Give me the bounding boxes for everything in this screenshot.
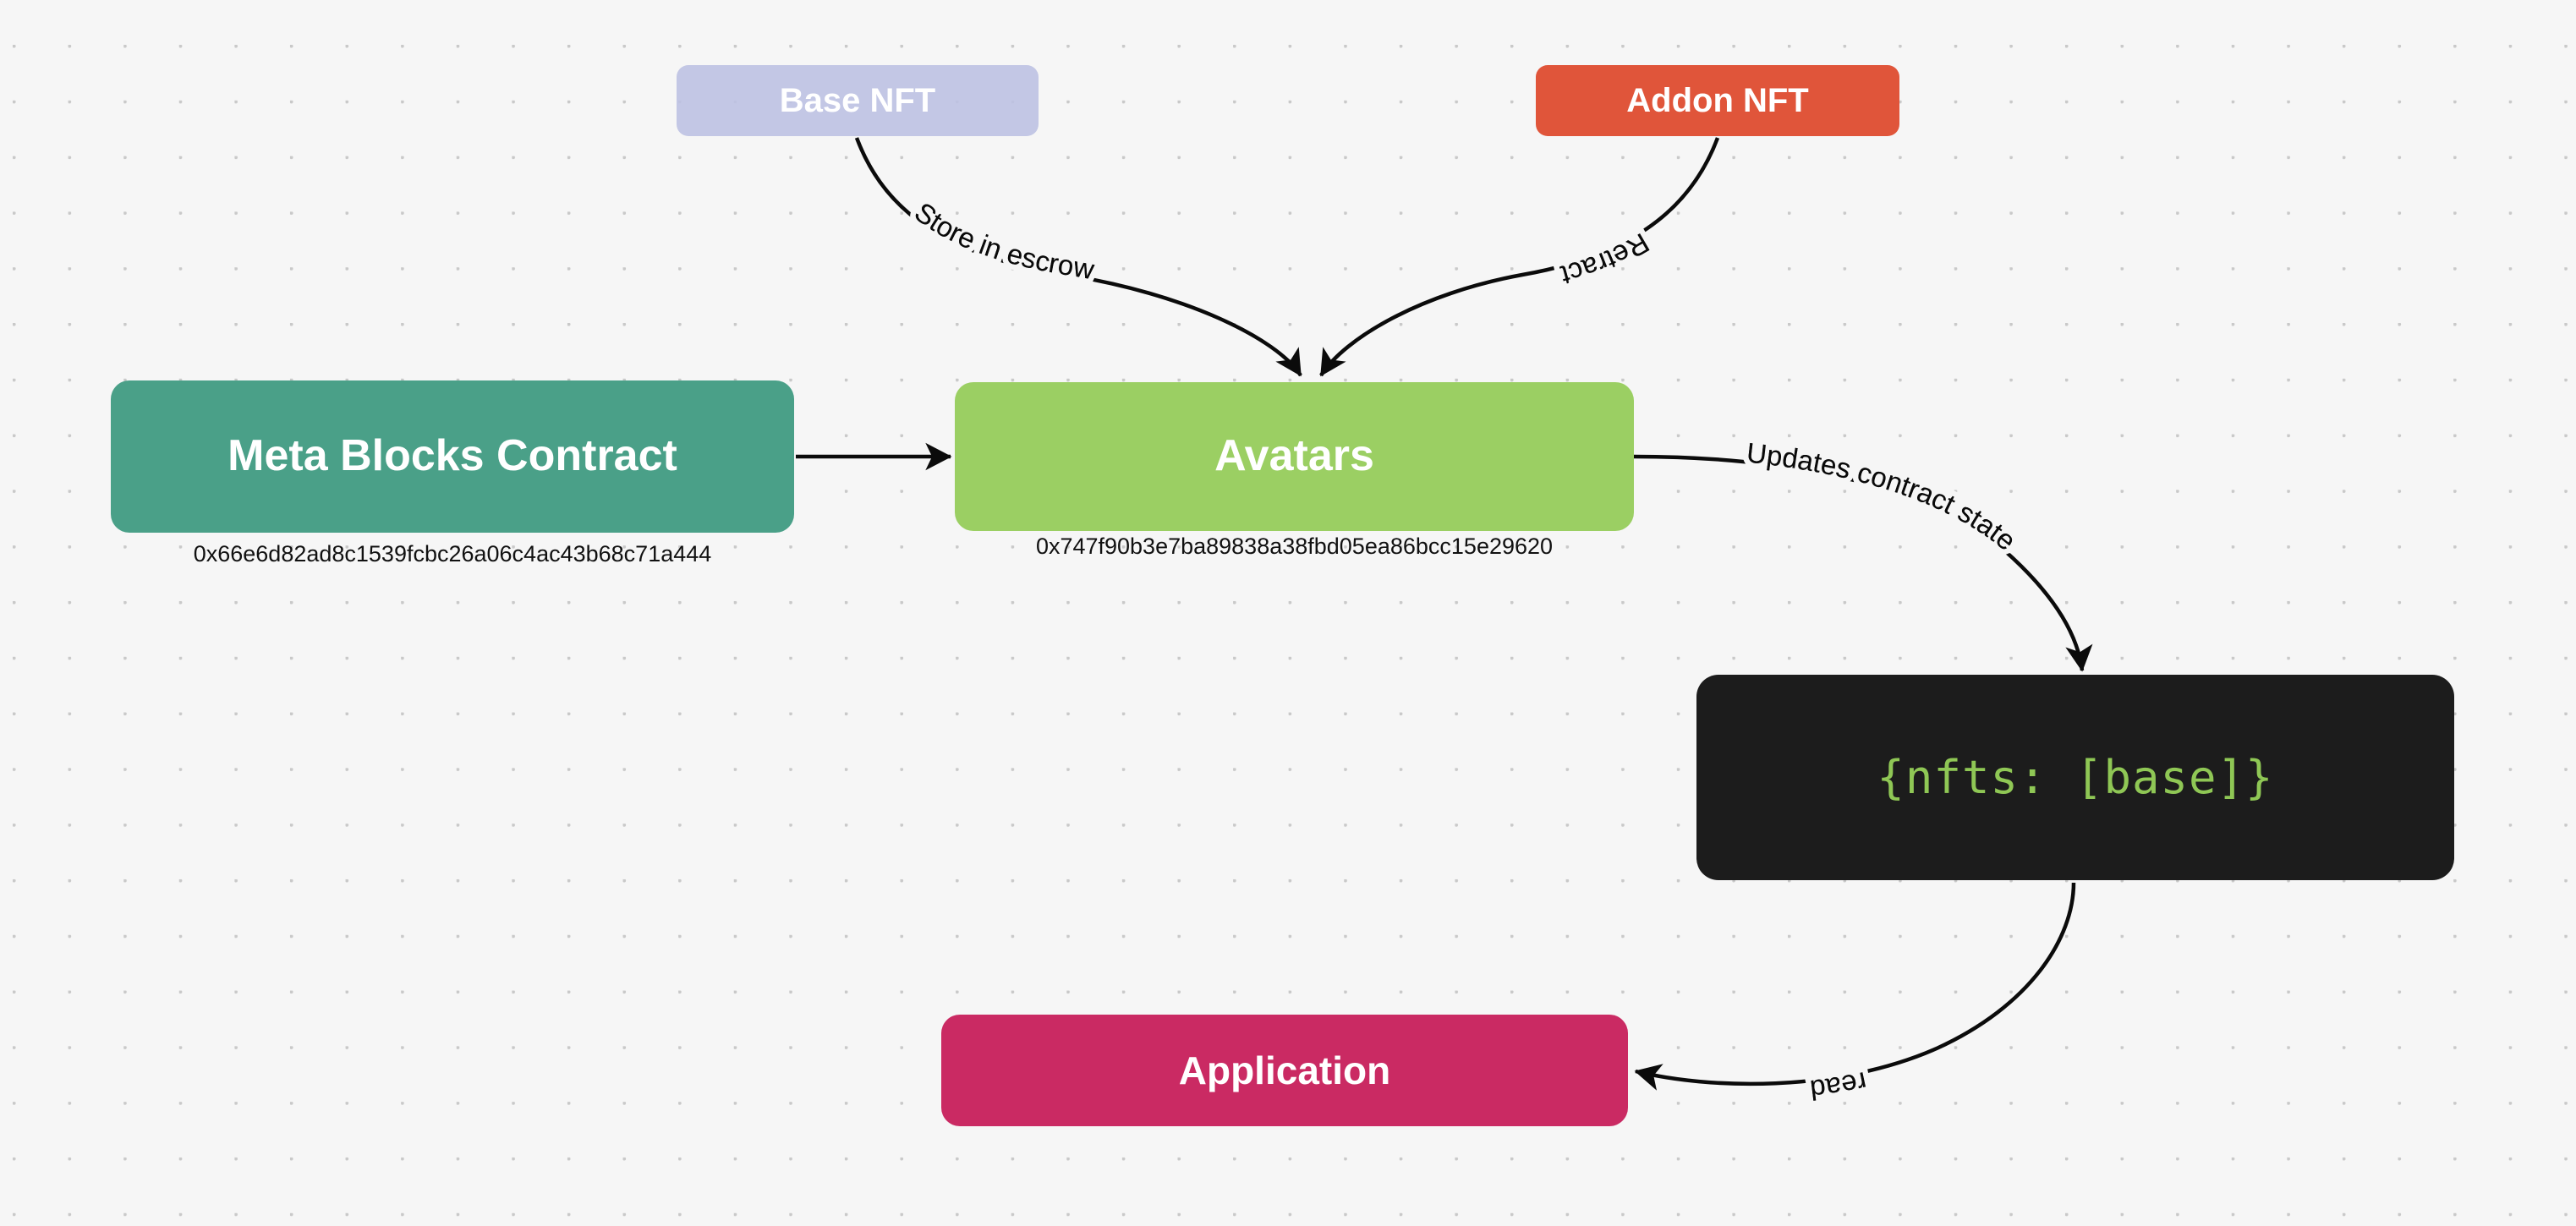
node-base-nft[interactable]: Base NFT: [677, 65, 1039, 136]
node-state-code[interactable]: {nfts: [base]}: [1696, 675, 2454, 880]
edge-label-retract-fg: Retract: [1558, 227, 1655, 292]
node-meta-blocks-contract-address: 0x66e6d82ad8c1539fcbc26a06c4ac43b68c71a4…: [193, 541, 712, 566]
edge-label-read: read: [1808, 1066, 1869, 1106]
edge-updates-contract-state: [1633, 454, 2093, 672]
edge-label-updates-contract-state-fg: Updates contract state: [1745, 436, 2021, 556]
edge-read: [1634, 882, 2076, 1091]
node-addon-nft[interactable]: Addon NFT: [1536, 65, 1899, 136]
edge-store-in-escrow: [854, 137, 1302, 377]
node-application[interactable]: Application: [941, 1015, 1628, 1126]
node-avatars-address: 0x747f90b3e7ba89838a38fbd05ea86bcc15e296…: [1035, 534, 1554, 559]
edge-retract: [1319, 137, 1720, 377]
edge-label-retract: Retract: [1558, 227, 1655, 292]
node-meta-blocks-contract[interactable]: Meta Blocks Contract: [111, 380, 794, 533]
edge-label-updates-contract-state: Updates contract state: [1745, 436, 2021, 556]
node-avatars[interactable]: Avatars: [955, 382, 1634, 531]
edge-label-store-in-escrow-fg: Store in escrow: [909, 196, 1097, 286]
edge-label-store-in-escrow: Store in escrow: [909, 196, 1097, 286]
edge-label-read-fg: read: [1808, 1066, 1869, 1106]
